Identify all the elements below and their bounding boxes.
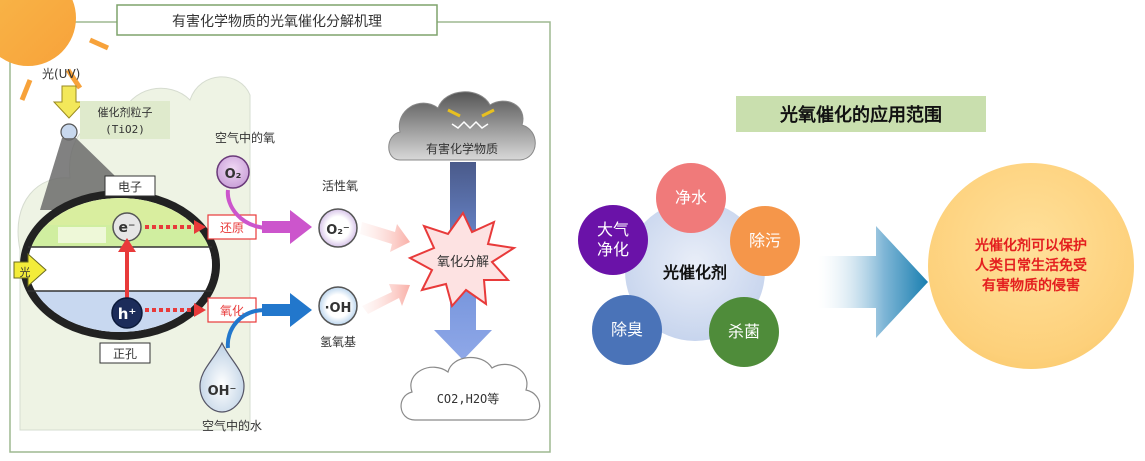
hydroxyl-label: 氢氧基 [320, 334, 356, 349]
oxidation-burst-icon [407, 211, 517, 309]
catalyst-label-box [80, 101, 170, 139]
hydroxyl-icon [318, 286, 358, 326]
oxidative-decomposition-label: 氧化分解 [437, 255, 489, 270]
superoxide-icon [318, 208, 358, 248]
catalyst-label-2: (TiO2) [105, 123, 145, 136]
application-scope-title: 光氧催化的应用范围 [736, 96, 986, 132]
hole-icon [111, 297, 143, 329]
o2-symbol: O₂ [225, 167, 242, 182]
electron-symbol: e⁻ [119, 220, 136, 236]
bubble-air-purification: 大气 净化 [578, 205, 648, 275]
diagram-title-box [116, 4, 438, 36]
bubble-sterilization: 杀菌 [709, 297, 779, 367]
catalyst-label-1: 催化剂粒子 [98, 105, 153, 119]
harmful-chemical-label: 有害化学物质 [426, 141, 498, 156]
hydroxide-symbol: OH⁻ [208, 384, 237, 399]
reduction-arrow-head [194, 220, 206, 234]
hub-label: 光催化剂 [662, 263, 727, 282]
harmful-chemical-cloud [388, 91, 536, 161]
water-to-oxidation-curve [225, 308, 266, 349]
hole-label-box [99, 342, 151, 364]
photocatalysis-mechanism-diagram: 有害化学物质的光氧催化分解机理 光(UV) 催化剂粒子 (TiO2) 电子 e⁻… [0, 0, 551, 453]
hydroxyl-symbol: ·OH [325, 301, 352, 316]
magenta-arrow-icon [262, 210, 312, 244]
reduction-label: 还原 [220, 221, 244, 235]
diagram-title: 有害化学物质的光氧催化分解机理 [172, 14, 382, 30]
electron-label-box [104, 175, 156, 197]
light-uv-label: 光(UV) [42, 67, 80, 81]
product-cloud [400, 356, 541, 421]
water-drop-icon [199, 341, 245, 413]
bubble-decontamination: 除污 [730, 206, 800, 276]
result-text: 光催化剂可以保护 人类日常生活免受 有害物质的侵害 [975, 238, 1087, 294]
bubble-water-purification: 净水 [656, 163, 726, 233]
big-right-arrow-icon [818, 226, 928, 338]
o2-molecule-icon [216, 155, 250, 189]
catalyst-particle-icon [60, 123, 78, 141]
water-in-air-label: 空气中的水 [202, 418, 262, 433]
reduction-box [207, 214, 257, 240]
active-oxygen-label: 活性氧 [322, 179, 358, 193]
oxidation-box [207, 297, 257, 323]
pink-arrow-upper [360, 222, 410, 252]
oxidation-arrow-head [194, 303, 206, 317]
excitation-arrow-head [118, 238, 136, 252]
protection-result-circle: 光催化剂可以保护 人类日常生活免受 有害物质的侵害 [928, 163, 1134, 369]
hole-symbol: h⁺ [118, 305, 137, 323]
hole-label: 正孔 [113, 347, 137, 361]
light-arrow-icon [13, 252, 47, 288]
electron-label: 电子 [118, 180, 142, 194]
superoxide-symbol: O₂⁻ [326, 223, 350, 238]
pink-arrow-lower [362, 284, 410, 314]
light-label: 光 [20, 265, 31, 279]
oxygen-in-air-label: 空气中的氧 [215, 130, 275, 145]
sun-icon [0, 0, 110, 101]
products-label: CO2,H2O等 [437, 392, 500, 406]
bubble-deodorization: 除臭 [592, 295, 662, 365]
oxidation-label: 氧化 [220, 304, 244, 318]
uv-arrow-icon [52, 85, 86, 119]
blue-arrow-icon [262, 293, 312, 327]
